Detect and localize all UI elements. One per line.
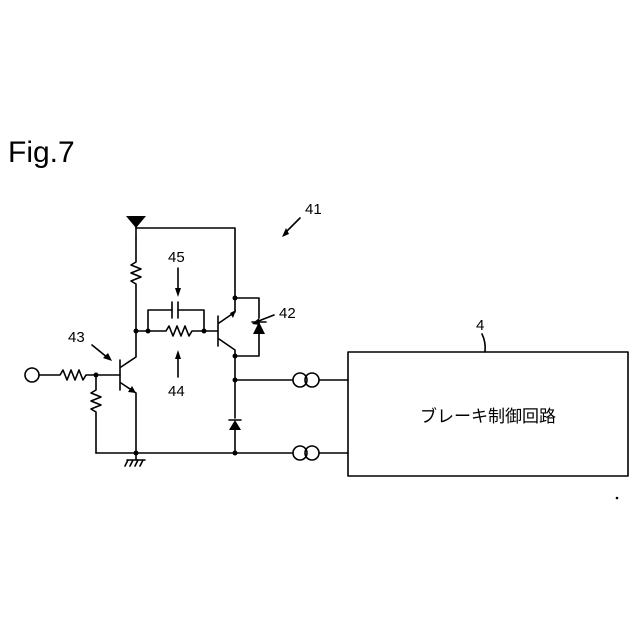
arrowhead-45 [175, 288, 181, 297]
label-4: 4 [476, 317, 484, 334]
junction-node [146, 329, 151, 334]
label-45: 45 [168, 249, 185, 266]
arrowhead-44 [175, 350, 181, 359]
label-41: 41 [305, 201, 322, 218]
transistor-42-collector [219, 339, 235, 380]
transistor-43-collector [121, 331, 136, 367]
figure-title: Fig.7 [8, 136, 75, 169]
input-resistor [39, 370, 120, 380]
pullup-resistor [131, 238, 141, 331]
label-43: 43 [68, 329, 85, 346]
junction-node [233, 451, 238, 456]
label-42: 42 [279, 305, 296, 322]
wire-cap-right [178, 310, 204, 331]
transistor-43-arrow [128, 386, 136, 393]
junction-node [202, 329, 207, 334]
leader-4 [482, 334, 485, 352]
label-44: 44 [168, 383, 185, 400]
junction-node [233, 354, 238, 359]
wire-diode-bottom [235, 334, 259, 356]
transistor-43-emitter [121, 383, 136, 453]
transistor-42-arrow [230, 310, 236, 318]
capacitor-45 [172, 302, 178, 318]
input-terminal [25, 368, 39, 382]
wire-diode-top [235, 298, 259, 318]
speck [616, 497, 619, 500]
transistor-42-emitter [219, 298, 235, 323]
wire-top-rail [136, 228, 235, 298]
diode-lower-body [229, 420, 241, 430]
bias-resistor [91, 375, 101, 453]
brake-control-label: ブレーキ制御回路 [420, 406, 556, 427]
